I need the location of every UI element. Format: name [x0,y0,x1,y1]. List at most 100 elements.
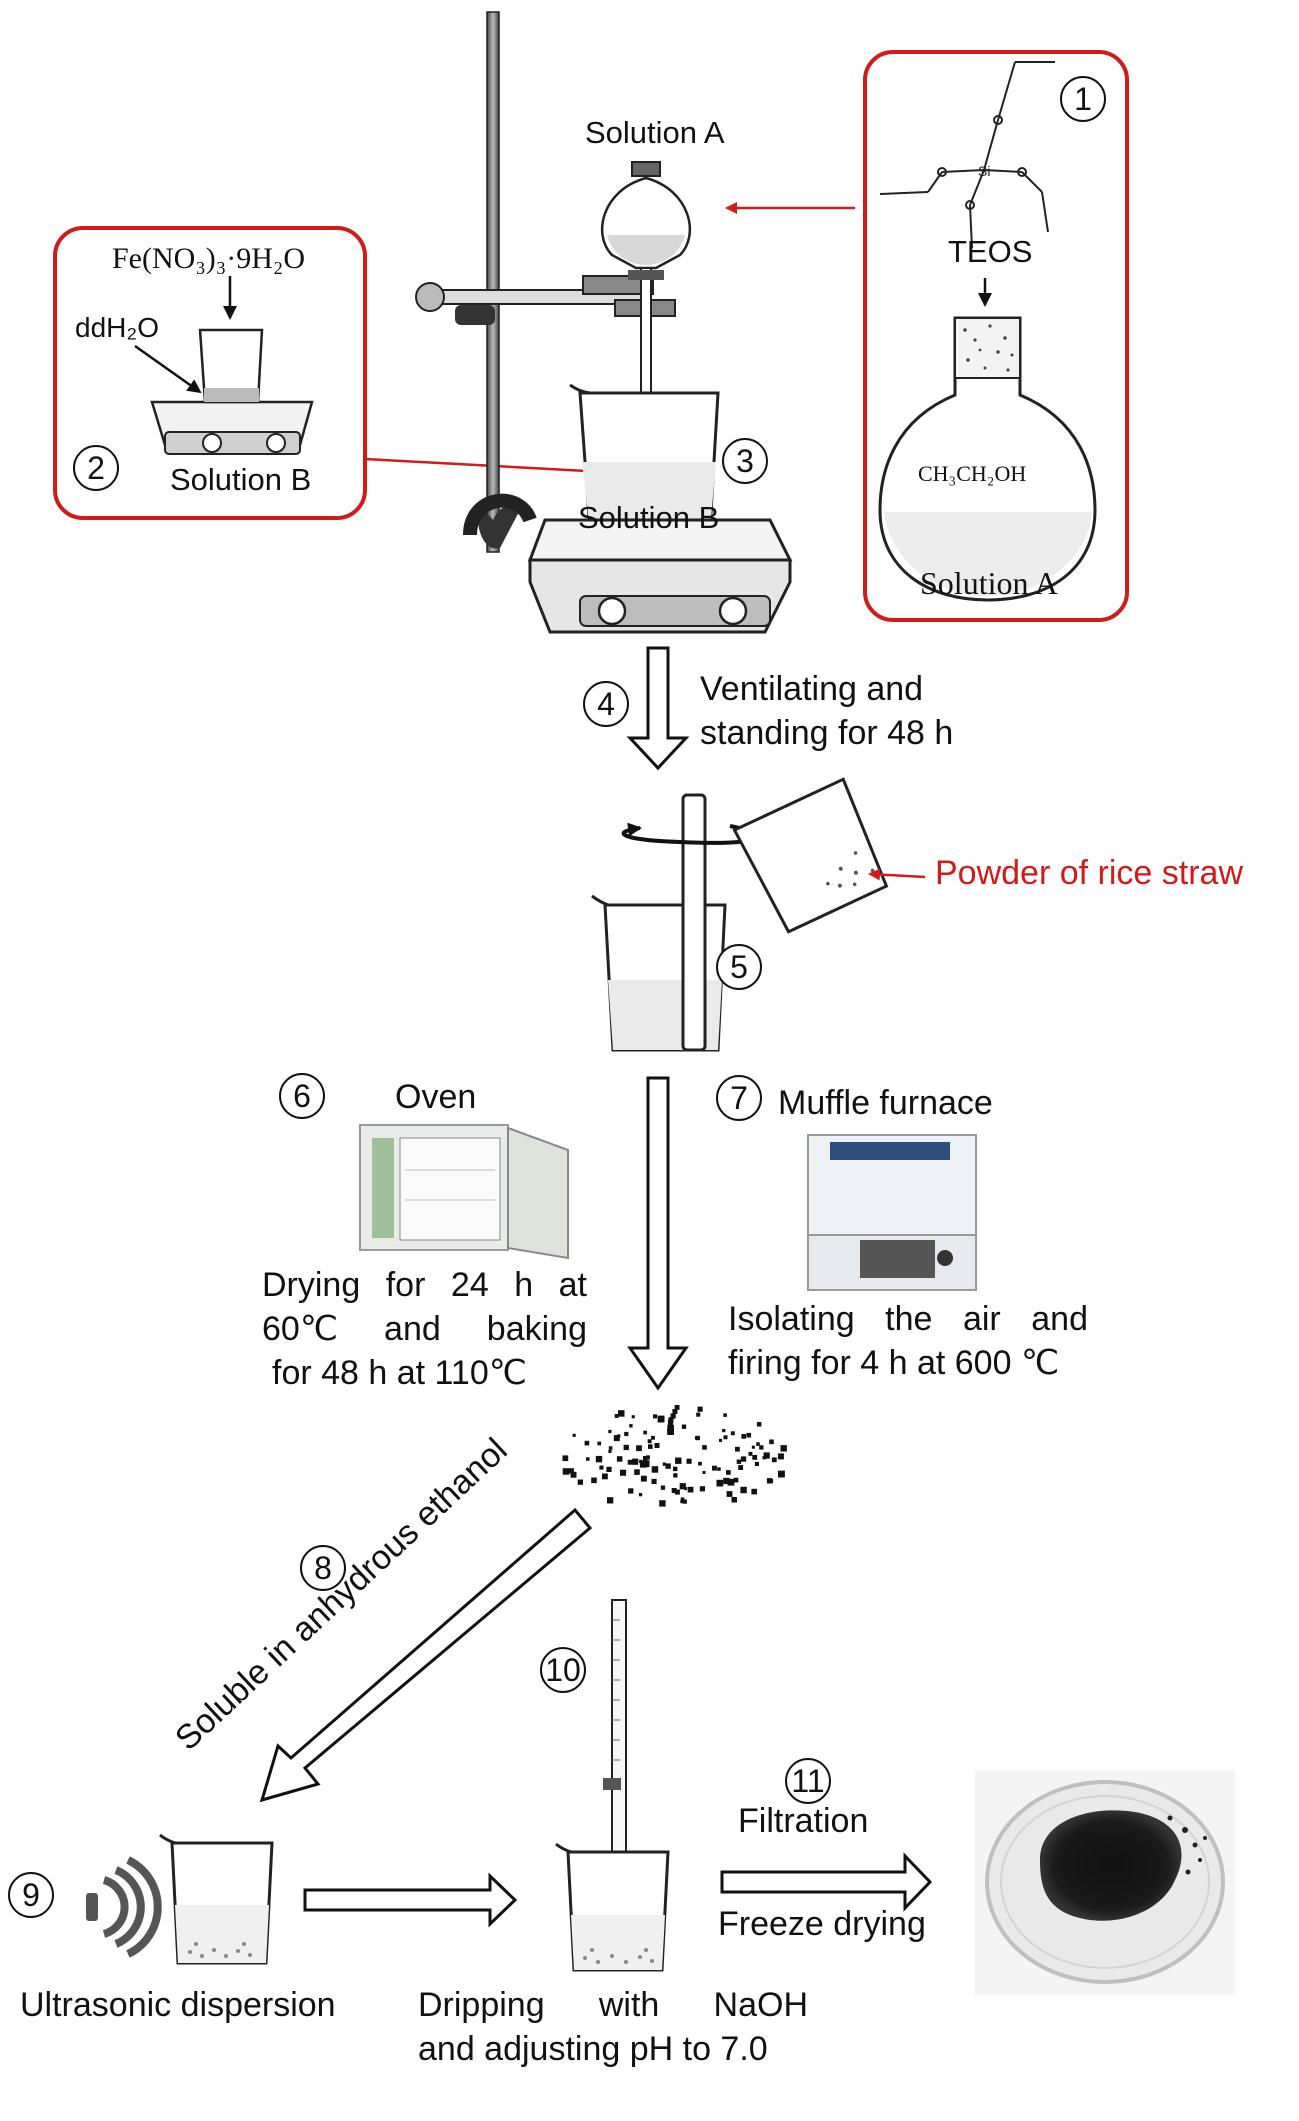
step-number-1: 1 [1060,76,1106,122]
particle [657,1415,665,1423]
step4-line1: Ventilating and [700,670,924,708]
particle [674,1489,680,1495]
particle [716,1479,724,1487]
particle [568,1468,574,1474]
particle [675,1457,682,1464]
separatory-funnel [601,161,691,399]
particle [651,1478,657,1484]
solution-a-funnel-label: Solution A [585,115,725,150]
particle [632,1458,639,1465]
particle [629,1424,633,1428]
particle [659,1500,666,1507]
particle [660,1485,666,1490]
particle [702,1445,707,1450]
particle [640,1475,647,1482]
particle [695,1435,700,1441]
si-atom: Si [978,163,990,179]
particle [731,1497,737,1503]
step-number-10: 10 [540,1647,586,1693]
particle [584,1440,590,1446]
step-number-3: 3 [722,438,768,484]
particle [599,1465,604,1470]
step-number-2: 2 [73,445,119,491]
step-number-7: 7 [716,1075,762,1121]
particle [562,1455,569,1462]
particle [730,1431,735,1436]
particle [752,1455,758,1460]
particle [608,1429,612,1434]
particle [777,1453,784,1460]
particle [780,1445,787,1452]
burette [603,1599,627,1878]
particle [736,1459,742,1464]
step1-frame [863,50,1129,622]
particle [771,1457,777,1463]
particle [654,1443,660,1448]
particle [696,1412,701,1417]
particle [651,1466,659,1473]
particle [680,1497,685,1501]
step-number-5: 5 [716,944,762,990]
particle [680,1499,684,1504]
mixing-beaker [591,793,760,1052]
particle [648,1444,653,1449]
particle [778,1470,785,1478]
particle [643,1456,648,1461]
rice-straw-label: Powder of rice straw [935,854,1243,892]
particle [645,1455,650,1460]
teos-structure: Si [879,61,1055,249]
particle [726,1470,731,1475]
particle [643,1430,647,1435]
step-number-9: 9 [8,1872,54,1918]
particle [751,1445,755,1449]
product-petri-dish [975,1770,1235,1995]
heating-arrow [627,1076,689,1391]
particle [651,1435,655,1440]
reaction-beaker [569,383,720,532]
particle [665,1463,671,1469]
step10-line2: and adjusting pH to 7.0 [418,2030,768,2068]
particle [738,1465,744,1470]
oven-image [359,1124,569,1260]
particle [627,1459,633,1465]
particle [668,1417,674,1423]
particle [572,1433,576,1437]
step7-line2: firing for 4 h at 600 ℃ [728,1344,1060,1382]
particle [741,1434,747,1439]
particle [769,1439,774,1445]
muffle-furnace-label: Muffle furnace [778,1084,993,1122]
particle [618,1410,625,1417]
water-arrow [134,344,202,394]
step4-line2: standing for 48 h [700,714,954,752]
particle [723,1413,727,1417]
particle [642,1460,650,1468]
particle [614,1414,619,1418]
particle [636,1445,642,1452]
titration-stand [415,11,676,553]
particle [697,1406,703,1412]
particle [628,1488,634,1494]
particle [613,1435,620,1442]
particle [756,1422,762,1427]
step-number-4: 4 [583,681,629,727]
particle [672,1409,678,1414]
particle [751,1488,757,1495]
filtration-label: Filtration [738,1802,869,1840]
arrow-solutionB-to-beaker [364,457,607,478]
particle [624,1431,629,1437]
particle [674,1405,680,1410]
ethanol-arrow [259,1507,593,1803]
particle [698,1461,702,1466]
particle [608,1449,612,1453]
water-label: ddH₂O [75,312,160,343]
particle [623,1444,629,1451]
semi-product-particles [562,1405,787,1507]
particle [756,1442,760,1446]
particle [570,1471,577,1478]
particle [591,1477,597,1484]
freeze-drying-label: Freeze drying [718,1905,926,1943]
particle [670,1413,676,1419]
